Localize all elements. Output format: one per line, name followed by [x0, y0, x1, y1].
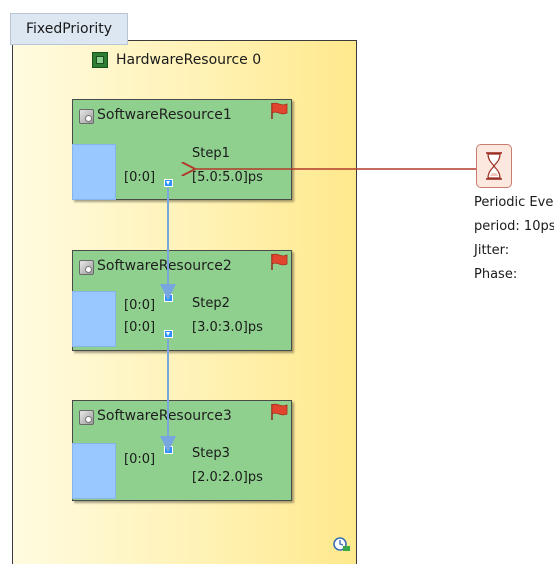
step-2-duration: [3.0:3.0]ps [192, 320, 263, 335]
software-icon [79, 410, 94, 425]
step-2-in-range: [0:0] [124, 298, 156, 313]
software-resource-title: SoftwareResource1 [97, 107, 232, 123]
scheduler-label[interactable]: FixedPriority [10, 13, 128, 45]
step-2-out-range: [0:0] [124, 320, 156, 335]
software-icon [79, 260, 94, 275]
step-1-output-port[interactable] [164, 179, 173, 187]
software-resource-title: SoftwareResource3 [97, 408, 232, 424]
step-3-duration: [2.0:2.0]ps [192, 470, 263, 485]
software-resource-title: SoftwareResource2 [97, 258, 232, 274]
step-3-label: Step3 [192, 446, 230, 461]
step-1-block[interactable] [72, 144, 116, 200]
step-1-in-range: [0:0] [124, 170, 156, 185]
event-name: Periodic Event [474, 195, 554, 210]
red-flag-icon [271, 102, 288, 119]
event-period: period: 10ps [474, 219, 554, 234]
hardware-resource-header: HardwareResource 0 [92, 50, 261, 70]
hardware-resource-title: HardwareResource 0 [116, 52, 262, 68]
red-flag-icon [271, 403, 288, 420]
step-3-block[interactable] [72, 443, 116, 499]
scheduler-label-text: FixedPriority [25, 21, 113, 37]
step-2-output-port[interactable] [164, 330, 173, 338]
step-2-label: Step2 [192, 296, 230, 311]
chip-icon [92, 52, 108, 68]
hourglass-icon [486, 152, 502, 180]
step-1-label: Step1 [192, 146, 230, 161]
red-flag-icon [271, 253, 288, 270]
periodic-event-node[interactable] [476, 144, 512, 188]
event-phase: Phase: [474, 267, 518, 282]
step-2-block[interactable] [72, 291, 116, 347]
step-3-in-range: [0:0] [124, 452, 156, 467]
event-jitter: Jitter: [474, 243, 510, 258]
refresh-clock-icon[interactable] [332, 536, 350, 552]
step-1-duration: [5.0:5.0]ps [192, 170, 263, 185]
software-icon [79, 109, 94, 124]
